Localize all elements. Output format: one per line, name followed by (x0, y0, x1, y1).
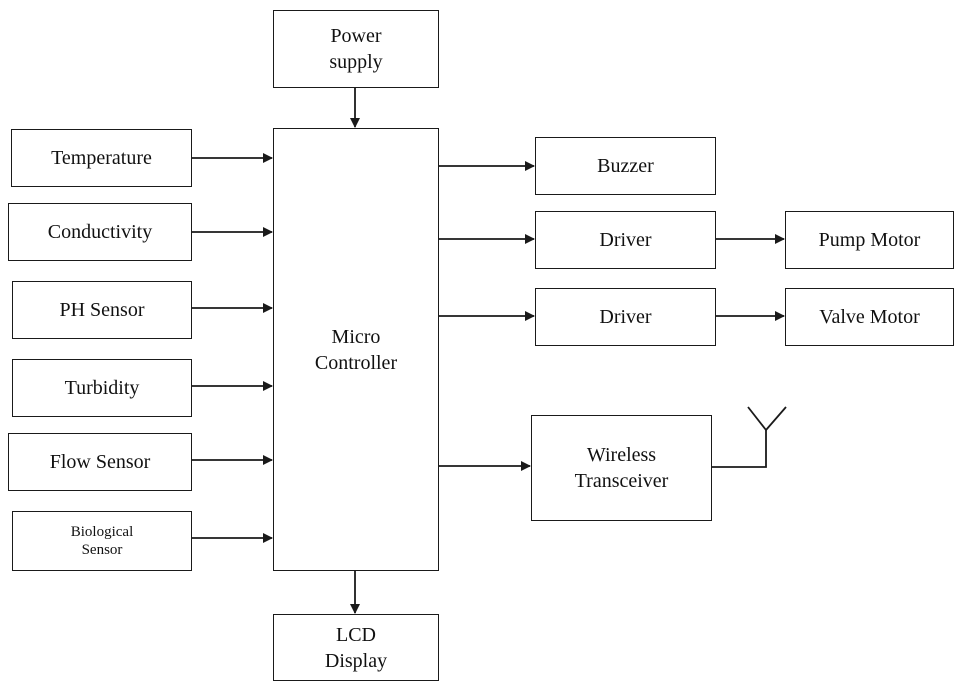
turbidity-block: Turbidity (12, 359, 192, 417)
wireless-transceiver-block: Wireless Transceiver (531, 415, 712, 521)
antenna-icon (711, 406, 787, 468)
micro-controller-block: Micro Controller (273, 128, 439, 571)
biological-sensor-block: Biological Sensor (12, 511, 192, 571)
pump-motor-block: Pump Motor (785, 211, 954, 269)
conductivity-block: Conductivity (8, 203, 192, 261)
ph-sensor-block: PH Sensor (12, 281, 192, 339)
valve-motor-block: Valve Motor (785, 288, 954, 346)
temperature-block: Temperature (11, 129, 192, 187)
driver-block-valve: Driver (535, 288, 716, 346)
flow-sensor-block: Flow Sensor (8, 433, 192, 491)
power-supply-block: Power supply (273, 10, 439, 88)
lcd-display-block: LCD Display (273, 614, 439, 681)
buzzer-block: Buzzer (535, 137, 716, 195)
driver-block-pump: Driver (535, 211, 716, 269)
